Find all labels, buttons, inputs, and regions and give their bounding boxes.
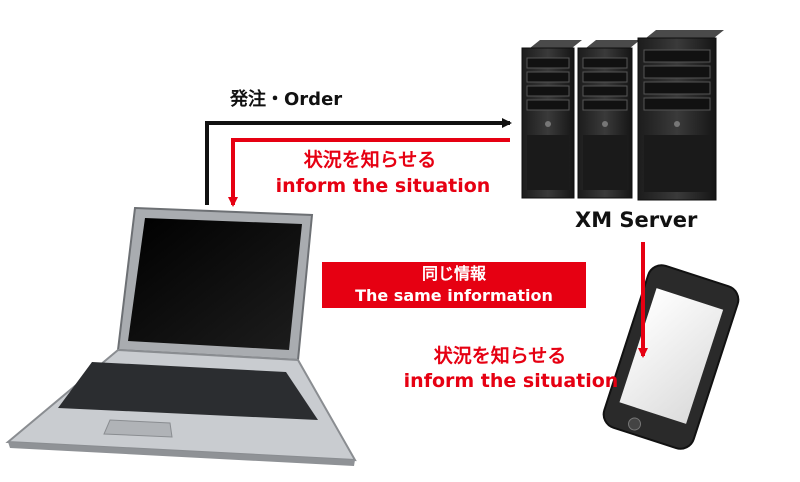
inform-bottom-label-en: inform the situation [403, 370, 619, 392]
inform-bottom-label-jp: 状況を知らせる [433, 345, 567, 367]
server-rack-icon [521, 30, 724, 201]
smartphone-icon [602, 264, 740, 450]
server-unit [577, 40, 640, 199]
order-label: 発注・Order [230, 89, 343, 110]
order-arrow [205, 118, 512, 205]
server-unit [521, 40, 582, 199]
inform-top-label-en: inform the situation [275, 175, 491, 197]
same-info-label-jp: 同じ情報 [322, 262, 586, 287]
inform-top-label-jp: 状況を知らせる [303, 149, 437, 171]
same-info-label-en: The same information [322, 284, 586, 309]
server-unit [637, 30, 724, 201]
laptop-icon [5, 206, 357, 466]
inform-laptop-arrow [228, 138, 510, 207]
server-name-label: XM Server [575, 208, 698, 232]
